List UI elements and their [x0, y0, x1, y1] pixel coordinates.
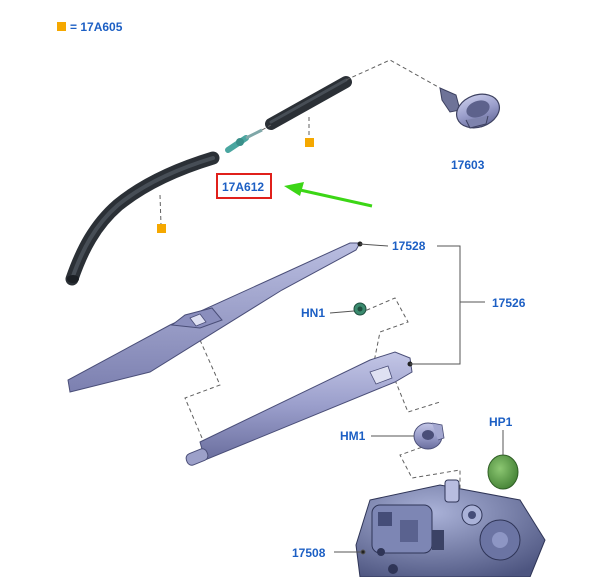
washer-nozzle-17603[interactable] [439, 87, 504, 134]
label-17A612: 17A612 [222, 180, 264, 194]
leader-lines [159, 59, 461, 488]
wiper-blade-17528[interactable] [67, 241, 363, 393]
label-HP1: HP1 [489, 415, 513, 429]
legend-text: = 17A605 [70, 20, 123, 34]
nut-HN1[interactable] [353, 302, 367, 316]
legend-marker-hose-lower [157, 224, 166, 233]
highlight-box-17A612 [216, 173, 272, 199]
legend-square-marker [57, 22, 66, 31]
hose-connector-17A612[interactable] [225, 128, 263, 153]
cap-HP1[interactable] [487, 454, 519, 490]
wiper-motor-17508[interactable] [355, 479, 546, 577]
label-17528: 17528 [392, 239, 426, 253]
washer-hose[interactable] [65, 76, 352, 286]
label-HM1: HM1 [340, 429, 366, 443]
label-HN1: HN1 [301, 306, 325, 320]
label-17508: 17508 [292, 546, 326, 560]
grommet-HM1[interactable] [413, 422, 445, 450]
label-17526: 17526 [492, 296, 526, 310]
callout-lines [329, 243, 504, 555]
wiper-arm-17526[interactable] [185, 351, 413, 467]
legend-marker-hose-upper [305, 138, 314, 147]
label-17603: 17603 [451, 158, 485, 172]
green-pointer-arrow [284, 182, 373, 208]
